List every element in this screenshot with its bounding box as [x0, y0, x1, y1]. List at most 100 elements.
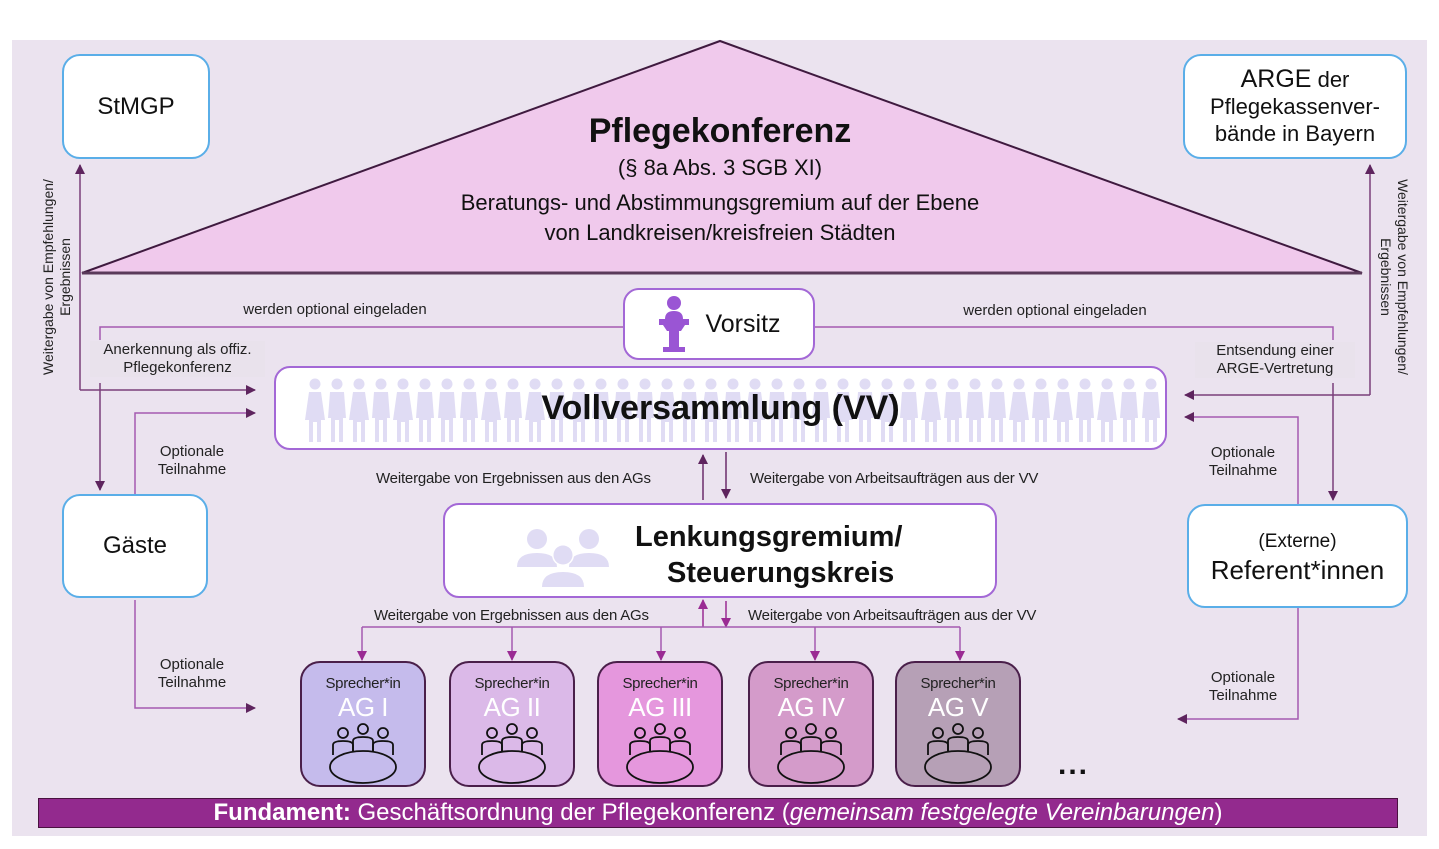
ag-box-5[interactable]: Sprecher*in AG V — [895, 661, 1021, 787]
roof-legal-reference: (§ 8a Abs. 3 SGB XI) — [617, 155, 823, 180]
ag-speaker-label: Sprecher*in — [920, 675, 996, 692]
meeting-table-icon — [329, 723, 397, 784]
person-icon — [877, 378, 897, 442]
person-icon — [393, 378, 413, 442]
ag-speaker-label: Sprecher*in — [474, 675, 550, 692]
person-icon — [525, 378, 545, 442]
arge-box[interactable]: ARGE der Pflegekassenver- bände in Bayer… — [1183, 54, 1407, 159]
person-icon — [504, 378, 522, 442]
anerkennung-label: Anerkennung als offiz. Pflegekonferenz — [90, 341, 265, 377]
referenten-line2: Referent*innen — [1210, 555, 1385, 585]
lg-ag-down-label: Weitergabe von Arbeitsaufträgen aus der … — [748, 607, 1037, 624]
person-icon — [921, 378, 941, 442]
meeting-table-icon — [626, 723, 694, 784]
invite-label-right: werden optional eingeladen — [963, 302, 1147, 319]
person-icon — [745, 378, 765, 442]
person-icon — [900, 378, 918, 442]
vorsitz-box[interactable]: Vorsitz — [623, 288, 815, 360]
person-icon — [636, 378, 654, 442]
ag-box-1[interactable]: Sprecher*in AG I — [300, 661, 426, 787]
ag-name: AG III — [628, 692, 692, 722]
person-icon — [1009, 378, 1029, 442]
lenkungsgremium-title: Lenkungsgremium/ Steuerungskreis — [635, 521, 903, 589]
person-icon — [812, 378, 830, 442]
gaeste-label: Gäste — [102, 532, 168, 559]
vorsitz-label: Vorsitz — [705, 309, 781, 338]
gaeste-box[interactable]: Gäste — [62, 494, 208, 598]
person-icon — [833, 378, 853, 442]
lg-ag-up-label: Weitergabe von Ergebnissen aus den AGs — [374, 607, 649, 624]
arge-line1: ARGE der — [1240, 65, 1350, 93]
ag-name: AG II — [483, 692, 541, 722]
roof-description-line1: Beratungs- und Abstimmungsgremium auf de… — [460, 190, 980, 215]
person-icon — [438, 378, 456, 442]
person-icon — [944, 378, 962, 442]
vv-lg-up-label: Weitergabe von Ergebnissen aus den AGs — [376, 470, 651, 487]
person-icon — [305, 378, 325, 442]
person-icon — [724, 378, 742, 442]
person-icon — [790, 378, 808, 442]
person-icon — [1097, 378, 1117, 442]
ag-name: AG IV — [777, 692, 845, 722]
vv-label: Vollversammlung (VV) — [541, 388, 900, 427]
person-icon — [416, 378, 434, 442]
invite-label-left: werden optional eingeladen — [243, 301, 427, 318]
person-icon — [657, 378, 677, 442]
referenten-box[interactable]: (Externe) Referent*innen — [1187, 504, 1408, 608]
foundation-banner: Fundament: Geschäftsordnung der Pflegeko… — [38, 798, 1398, 828]
people-row-icon — [305, 378, 1160, 442]
person-icon — [701, 378, 721, 442]
person-icon — [988, 378, 1006, 442]
stmgp-label: StMGP — [97, 92, 175, 120]
vv-lg-down-label: Weitergabe von Arbeitsaufträgen aus der … — [750, 470, 1039, 487]
ag-box-4[interactable]: Sprecher*in AG IV — [748, 661, 874, 787]
person-icon — [1032, 378, 1050, 442]
meeting-table-icon — [777, 723, 845, 784]
person-icon — [592, 378, 610, 442]
person-icon — [481, 378, 501, 442]
foundation-text: Geschäftsordnung der Pflegekonferenz ( — [350, 799, 790, 826]
foundation-italic: gemeinsam festgelegte Vereinbarungen — [789, 799, 1215, 826]
foundation-close: ) — [1214, 799, 1223, 826]
person-icon — [1142, 378, 1160, 442]
person-icon — [349, 378, 369, 442]
arge-line3: bände in Bayern — [1214, 121, 1376, 146]
ag-box-2[interactable]: Sprecher*in AG II — [449, 661, 575, 787]
lenkungsgremium-box[interactable]: Lenkungsgremium/ Steuerungskreis — [443, 503, 997, 598]
person-icon — [1076, 378, 1094, 442]
roof-description: Beratungs- und Abstimmungsgremium auf de… — [360, 188, 1080, 248]
person-icon — [966, 378, 984, 442]
person-icon — [460, 378, 478, 442]
person-icon — [1053, 378, 1073, 442]
ag-box-3[interactable]: Sprecher*in AG III — [597, 661, 723, 787]
more-ags-ellipsis: ... — [1058, 748, 1090, 781]
ag-speaker-label: Sprecher*in — [622, 675, 698, 692]
person-icon — [569, 378, 589, 442]
ag-name: AG V — [927, 692, 989, 722]
person-icon — [680, 378, 698, 442]
roof-title: Pflegekonferenz — [588, 112, 852, 150]
stmgp-box[interactable]: StMGP — [62, 54, 210, 159]
right-vertical-label: Weitergabe von Empfehlungen/ Ergebnissen — [1378, 179, 1411, 375]
group-icon — [517, 529, 609, 587]
person-icon — [614, 378, 632, 442]
person-icon — [856, 378, 874, 442]
roof-description-line2: von Landkreisen/kreisfreien Städten — [544, 220, 896, 245]
ag-speaker-label: Sprecher*in — [325, 675, 401, 692]
meeting-table-icon — [924, 723, 992, 784]
ag-name: AG I — [337, 692, 389, 722]
left-vertical-label: Weitergabe von Empfehlungen/ Ergebnissen — [40, 179, 73, 375]
person-icon — [372, 378, 390, 442]
foundation-label: Fundament: — [213, 799, 351, 826]
referenten-line1: (Externe) — [1258, 531, 1337, 552]
person-icon — [768, 378, 786, 442]
arge-line2: Pflegekassenver- — [1210, 94, 1380, 119]
podium-speaker-icon — [659, 296, 690, 352]
vollversammlung-box[interactable]: Vollversammlung (VV) — [274, 366, 1167, 450]
meeting-table-icon — [478, 723, 546, 784]
entsendung-label: Entsendung einer ARGE-Vertretung — [1195, 342, 1355, 378]
